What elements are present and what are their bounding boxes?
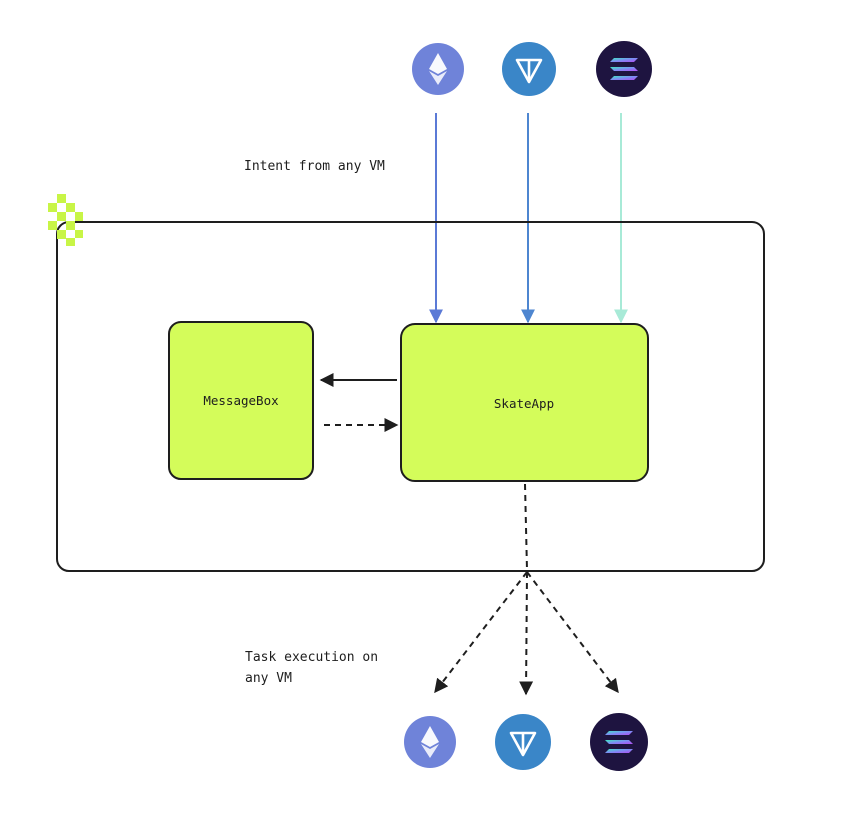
ton-execution-arrow: [519, 571, 534, 696]
top-solana-icon: [596, 41, 652, 97]
bottom-ton-icon: [495, 714, 551, 770]
outer-container: [56, 221, 765, 572]
task-annotation-line2: any VM: [245, 671, 292, 686]
sol-execution-arrow: [526, 571, 619, 694]
task-annotation-line1: Task execution on: [245, 650, 378, 665]
top-ton-icon: [502, 42, 556, 96]
skateapp-output-trunk: [524, 483, 528, 571]
skateapp-label: SkateApp: [494, 396, 554, 411]
bottom-ethereum-icon: [404, 716, 456, 768]
messagebox-node: MessageBox: [168, 321, 314, 480]
intent-annotation: Intent from any VM: [244, 159, 385, 174]
messagebox-label: MessageBox: [203, 393, 279, 408]
eth-execution-arrow: [434, 571, 528, 694]
bottom-solana-icon: [590, 713, 648, 771]
skate-logo-icon: [48, 194, 83, 246]
top-ethereum-icon: [412, 43, 464, 95]
skateapp-node: SkateApp: [400, 323, 649, 482]
